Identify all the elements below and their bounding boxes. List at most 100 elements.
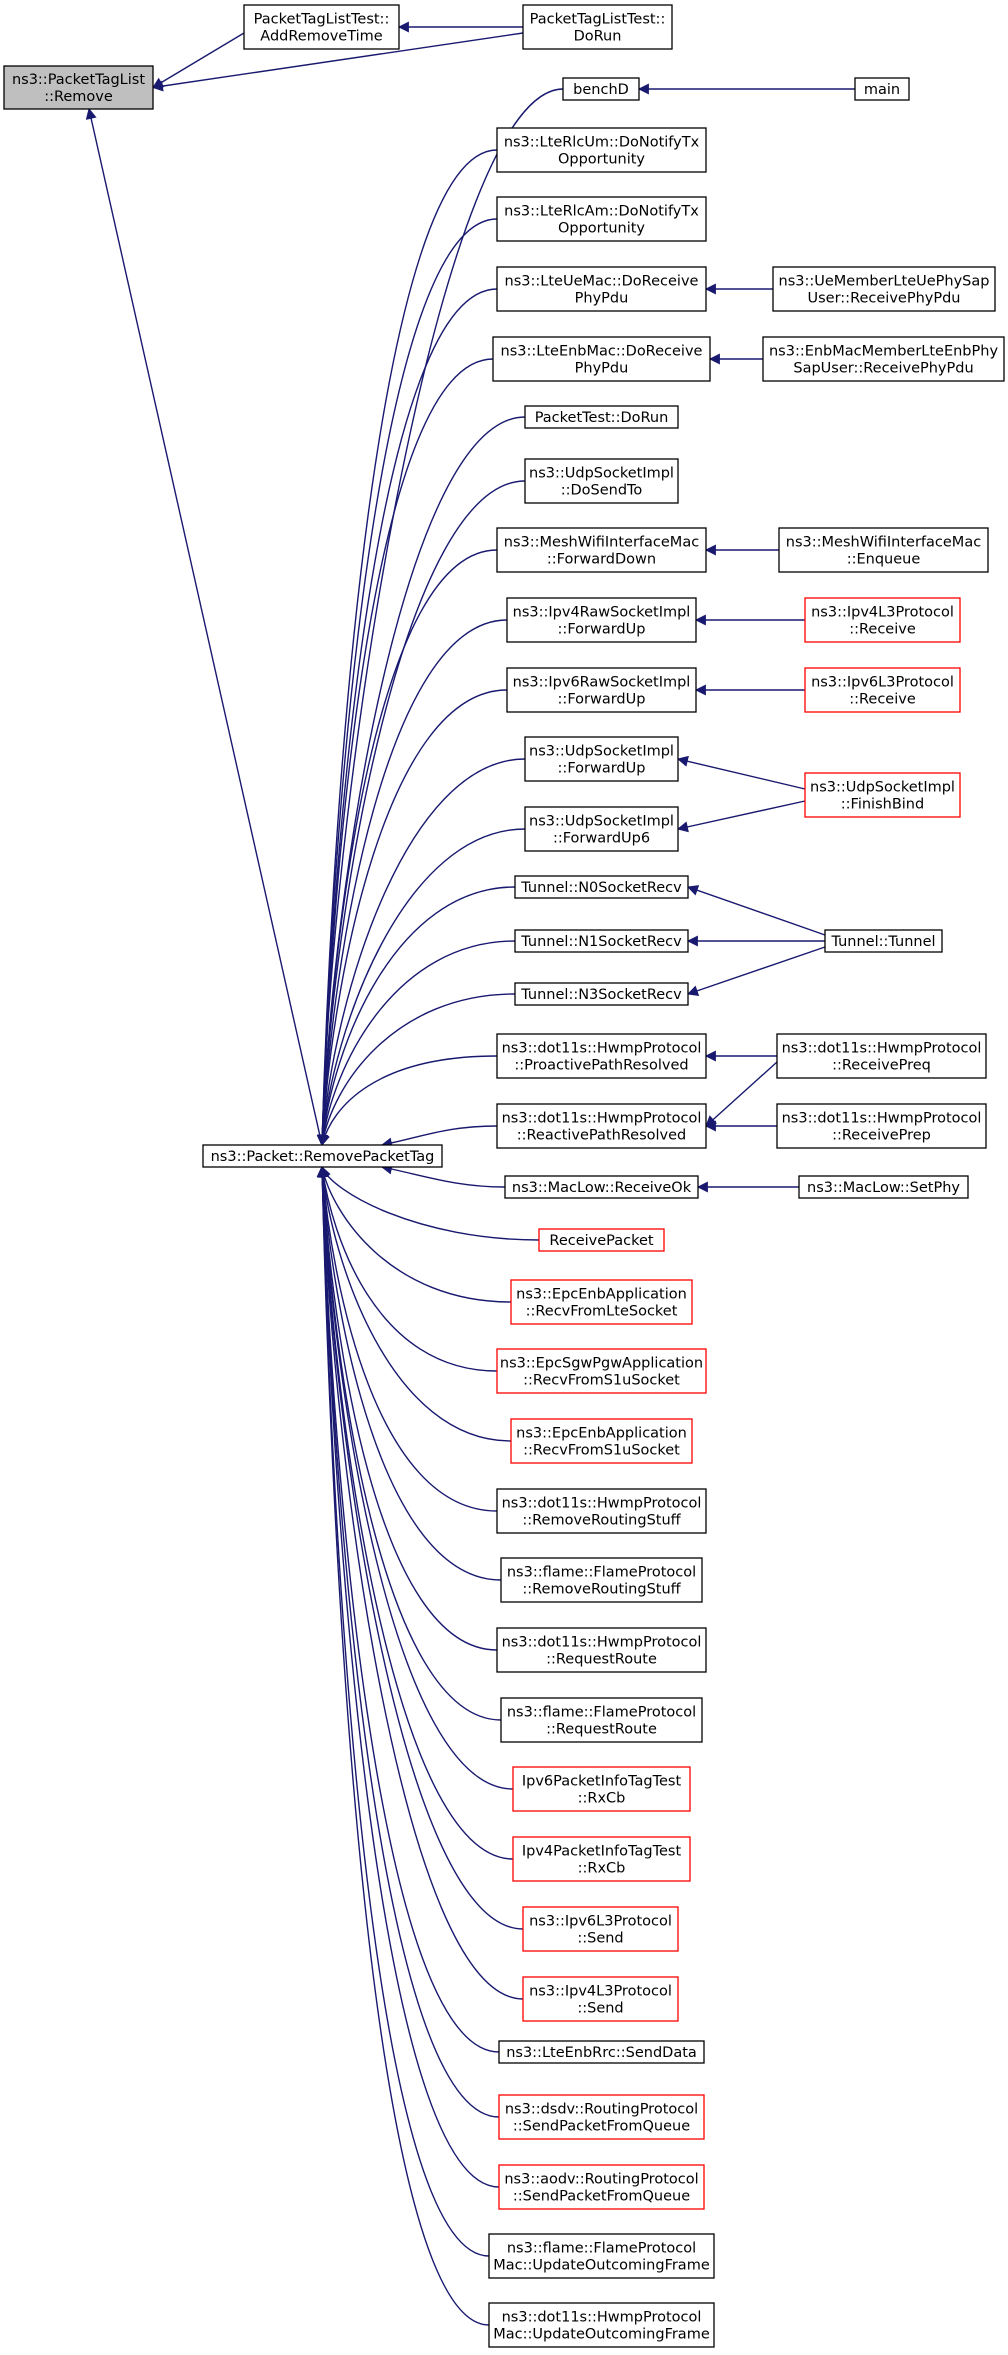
node-ipv4l3recv[interactable]: ns3::Ipv4L3Protocol::Receive — [804, 597, 961, 643]
node-dsdv[interactable]: ns3::dsdv::RoutingProtocol::SendPacketFr… — [498, 2094, 705, 2140]
node-label: ns3::Ipv6L3Protocol — [529, 1914, 672, 1930]
node-n0[interactable]: Tunnel::N0SocketRecv — [514, 875, 689, 899]
node-recvpreq[interactable]: ns3::dot11s::HwmpProtocol::ReceivePreq — [776, 1033, 987, 1079]
node-label: ::Enqueue — [847, 552, 921, 568]
node-box — [538, 1228, 665, 1252]
node-addremove[interactable]: PacketTagListTest::AddRemoveTime — [243, 4, 400, 50]
node-epcrecvs1u[interactable]: ns3::EpcEnbApplication::RecvFromS1uSocke… — [510, 1418, 693, 1464]
node-label: ns3::PacketTagList — [12, 72, 145, 88]
node-box — [496, 127, 707, 173]
node-label: PhyPdu — [575, 361, 629, 377]
node-epcrecvlte[interactable]: ns3::EpcEnbApplication::RecvFromLteSocke… — [510, 1279, 693, 1325]
edge-ipv4send-to-removepackettag — [316, 1165, 524, 2000]
node-proactive[interactable]: ns3::dot11s::HwmpProtocol::ProactivePath… — [496, 1033, 707, 1079]
edge-senddata-to-removepackettag — [316, 1165, 500, 2053]
node-label: Ipv4PacketInfoTagTest — [522, 1844, 682, 1860]
node-label: ns3::dot11s::HwmpProtocol — [502, 1111, 702, 1127]
node-box — [510, 1418, 693, 1464]
node-box — [506, 597, 697, 643]
node-ipv4send[interactable]: ns3::Ipv4L3Protocol::Send — [522, 1976, 679, 2022]
node-setphy[interactable]: ns3::MacLow::SetPhy — [798, 1175, 969, 1199]
edge-ipv4raw-to-removepackettag — [317, 619, 508, 1147]
node-label: ns3::UdpSocketImpl — [529, 466, 674, 482]
node-ipv4raw[interactable]: ns3::Ipv4RawSocketImpl::ForwardUp — [506, 597, 697, 643]
node-ipv4rxcb[interactable]: Ipv4PacketInfoTagTest::RxCb — [512, 1836, 691, 1882]
node-box — [510, 1279, 693, 1325]
node-ipv6raw[interactable]: ns3::Ipv6RawSocketImpl::ForwardUp — [506, 667, 697, 713]
node-label: ::ForwardUp — [558, 761, 646, 777]
node-flameremove[interactable]: ns3::flame::FlameProtocol::RemoveRouting… — [500, 1557, 703, 1603]
node-label: ::RecvFromS1uSocket — [523, 1443, 680, 1459]
node-label: ns3::Ipv4L3Protocol — [529, 1984, 672, 2000]
node-doRunTag[interactable]: PacketTagListTest::DoRun — [522, 4, 673, 50]
node-macrecvok[interactable]: ns3::MacLow::ReceiveOk — [504, 1175, 699, 1199]
edge-hwmpreq-to-removepackettag — [317, 1165, 498, 1651]
edge-ipv6rxcb-to-removepackettag — [316, 1165, 514, 1790]
node-label: ns3::dot11s::HwmpProtocol — [502, 2310, 702, 2326]
edge-enbmac-to-removepackettag — [316, 358, 494, 1147]
node-meshenq[interactable]: ns3::MeshWifiInterfaceMac::Enqueue — [778, 527, 989, 573]
node-epcsgw[interactable]: ns3::EpcSgwPgwApplication::RecvFromS1uSo… — [496, 1348, 707, 1394]
node-benchD[interactable]: benchD — [562, 77, 640, 101]
node-box — [496, 1348, 707, 1394]
node-label: ns3::MacLow::ReceiveOk — [512, 1180, 692, 1196]
node-ipv6send[interactable]: ns3::Ipv6L3Protocol::Send — [522, 1906, 679, 1952]
node-remove[interactable]: ns3::PacketTagList::Remove — [3, 65, 154, 110]
node-box — [488, 2302, 715, 2348]
node-meshfwd[interactable]: ns3::MeshWifiInterfaceMac::ForwardDown — [496, 527, 707, 573]
node-udpsendto[interactable]: ns3::UdpSocketImpl::DoSendTo — [524, 458, 679, 504]
node-label: ns3::LteRlcAm::DoNotifyTx — [504, 204, 699, 220]
node-enbsap[interactable]: ns3::EnbMacMemberLteEnbPhySapUser::Recei… — [762, 336, 1005, 382]
node-n3[interactable]: Tunnel::N3SocketRecv — [514, 982, 689, 1006]
node-flamereq[interactable]: ns3::flame::FlameProtocol::RequestRoute — [500, 1697, 703, 1743]
edge-macrecvok-to-removepackettag — [380, 1163, 506, 1188]
edge-hwmpmac-to-removepackettag — [316, 1165, 490, 2326]
node-main[interactable]: main — [854, 77, 910, 101]
edge-finishbind-to-udpfwd — [676, 755, 806, 790]
edge-epcrecvs1u-to-removepackettag — [317, 1165, 512, 1442]
node-label: ns3::Ipv6L3Protocol — [811, 675, 954, 691]
node-recvprep[interactable]: ns3::dot11s::HwmpProtocol::ReceivePrep — [776, 1103, 987, 1149]
node-hwmpremove[interactable]: ns3::dot11s::HwmpProtocol::RemoveRouting… — [496, 1488, 707, 1534]
node-label: ns3::Ipv4RawSocketImpl — [513, 605, 691, 621]
node-hwmpmac[interactable]: ns3::dot11s::HwmpProtocolMac::UpdateOutc… — [488, 2302, 715, 2348]
node-uesap[interactable]: ns3::UeMemberLteUePhySapUser::ReceivePhy… — [772, 266, 996, 312]
node-senddata[interactable]: ns3::LteEnbRrc::SendData — [498, 2040, 705, 2064]
node-box — [514, 875, 689, 899]
node-tunnel[interactable]: Tunnel::Tunnel — [824, 929, 943, 953]
node-n1[interactable]: Tunnel::N1SocketRecv — [514, 929, 689, 953]
node-ipv6l3recv[interactable]: ns3::Ipv6L3Protocol::Receive — [804, 667, 961, 713]
edge-hwmpremove-to-removepackettag — [317, 1165, 498, 1512]
node-box — [488, 2233, 715, 2279]
node-label: ns3::dsdv::RoutingProtocol — [505, 2102, 698, 2118]
node-label: ns3::UdpSocketImpl — [529, 744, 674, 760]
node-finishbind[interactable]: ns3::UdpSocketImpl::FinishBind — [804, 772, 961, 818]
node-label: ::ForwardDown — [547, 552, 656, 568]
node-reactive[interactable]: ns3::dot11s::HwmpProtocol::ReactivePathR… — [496, 1103, 707, 1149]
node-packettest[interactable]: PacketTest::DoRun — [524, 405, 679, 429]
node-udpfwd6[interactable]: ns3::UdpSocketImpl::ForwardUp6 — [524, 806, 679, 852]
node-label: ::RemoveRoutingStuff — [522, 1513, 681, 1529]
node-label: ::RecvFromLteSocket — [526, 1304, 678, 1320]
edge-udpfwd-to-removepackettag — [317, 758, 526, 1147]
node-udpfwd[interactable]: ns3::UdpSocketImpl::ForwardUp — [524, 736, 679, 782]
node-ipv6rxcb[interactable]: Ipv6PacketInfoTagTest::RxCb — [512, 1766, 691, 1812]
node-label: ::SendPacketFromQueue — [513, 2189, 690, 2205]
node-box — [3, 65, 154, 110]
node-removepackettag[interactable]: ns3::Packet::RemovePacketTag — [202, 1144, 443, 1168]
edge-ipv6raw-to-removepackettag — [317, 689, 508, 1147]
node-label: ns3::EnbMacMemberLteEnbPhy — [769, 344, 998, 360]
node-label: User::ReceivePhyPdu — [808, 291, 961, 307]
node-box — [500, 1697, 703, 1743]
edges-layer — [85, 21, 855, 2326]
node-box — [496, 1103, 707, 1149]
node-hwmpreq[interactable]: ns3::dot11s::HwmpProtocol::RequestRoute — [496, 1627, 707, 1673]
node-recvpacket[interactable]: ReceivePacket — [538, 1228, 665, 1252]
node-flamemac[interactable]: ns3::flame::FlameProtocolMac::UpdateOutc… — [488, 2233, 715, 2279]
node-label: ns3::dot11s::HwmpProtocol — [502, 1041, 702, 1057]
node-aodv[interactable]: ns3::aodv::RoutingProtocol::SendPacketFr… — [498, 2164, 705, 2210]
